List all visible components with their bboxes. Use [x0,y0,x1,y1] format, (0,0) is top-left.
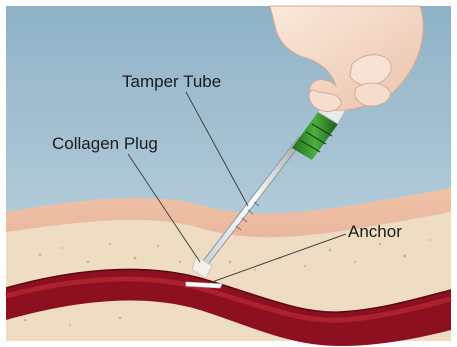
label-tamper-tube: Tamper Tube [122,72,221,91]
label-anchor: Anchor [348,222,402,241]
label-collagen-plug: Collagen Plug [52,134,158,153]
